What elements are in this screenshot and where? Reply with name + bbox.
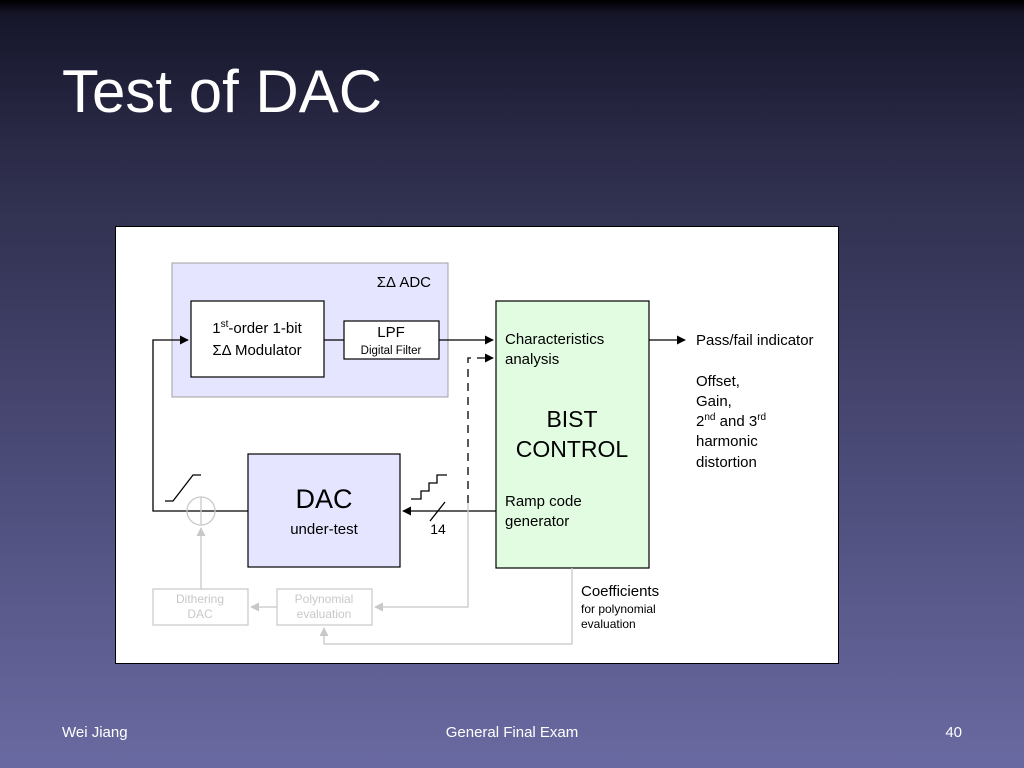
page-number: 40 — [945, 724, 962, 741]
adc-group-label: ΣΔ ADC — [377, 274, 431, 291]
coefficients-line1: for polynomial — [581, 602, 656, 616]
coefficients-title: Coefficients — [581, 583, 659, 600]
bist-control-block — [495, 300, 650, 569]
coefficients-line2: evaluation — [581, 617, 636, 631]
polynomial-block — [276, 588, 373, 626]
dashed-feedback-line — [467, 353, 494, 503]
footer-title: General Final Exam — [445, 724, 579, 741]
characteristics-line1: Characteristics — [505, 331, 604, 348]
polynomial-line2: evaluation — [297, 607, 352, 621]
coefficients-line — [319, 568, 573, 645]
modulator-line1: 1st-order 1-bit — [212, 319, 302, 337]
dac-test-diagram: ΣΔ ADC 1st-order 1-bit ΣΔ Modulator LPF … — [115, 226, 839, 664]
pass-fail-label: Pass/fail indicator — [696, 332, 814, 349]
bist-title-line1: BIST — [546, 406, 597, 432]
modulator-block — [190, 300, 325, 378]
offset-label: Offset, — [696, 373, 740, 390]
dac-block — [247, 453, 401, 568]
ramp-line1: Ramp code — [505, 493, 582, 510]
gain-label: Gain, — [696, 393, 732, 410]
dac-subtitle: under-test — [290, 521, 358, 538]
dashed-branch-to-polynomial — [374, 503, 469, 612]
staircase-icon — [411, 474, 447, 500]
ramp-waveform-icon — [165, 474, 201, 502]
bist-title-line2: CONTROL — [516, 436, 629, 462]
modulator-line2: ΣΔ Modulator — [212, 342, 301, 359]
bus-slash — [429, 501, 446, 522]
characteristics-line2: analysis — [505, 351, 559, 368]
bus-width-label: 14 — [430, 521, 446, 537]
lpf-subtitle: Digital Filter — [361, 345, 422, 357]
footer-author: Wei Jiang — [62, 724, 128, 741]
slide-title: Test of DAC — [62, 58, 383, 125]
lpf-title: LPF — [377, 324, 405, 341]
dac-title: DAC — [295, 484, 352, 514]
ramp-line2: generator — [505, 513, 569, 530]
harmonic-label: harmonic — [696, 433, 758, 450]
polynomial-line1: Polynomial — [295, 592, 354, 606]
distortion-label: distortion — [696, 454, 757, 471]
lpf-block — [343, 320, 440, 360]
harmonics-label: 2nd and 3rd — [696, 412, 766, 430]
dithering-dac-block — [152, 588, 249, 626]
dithering-line2: DAC — [187, 607, 213, 621]
dithering-line1: Dithering — [176, 592, 224, 606]
